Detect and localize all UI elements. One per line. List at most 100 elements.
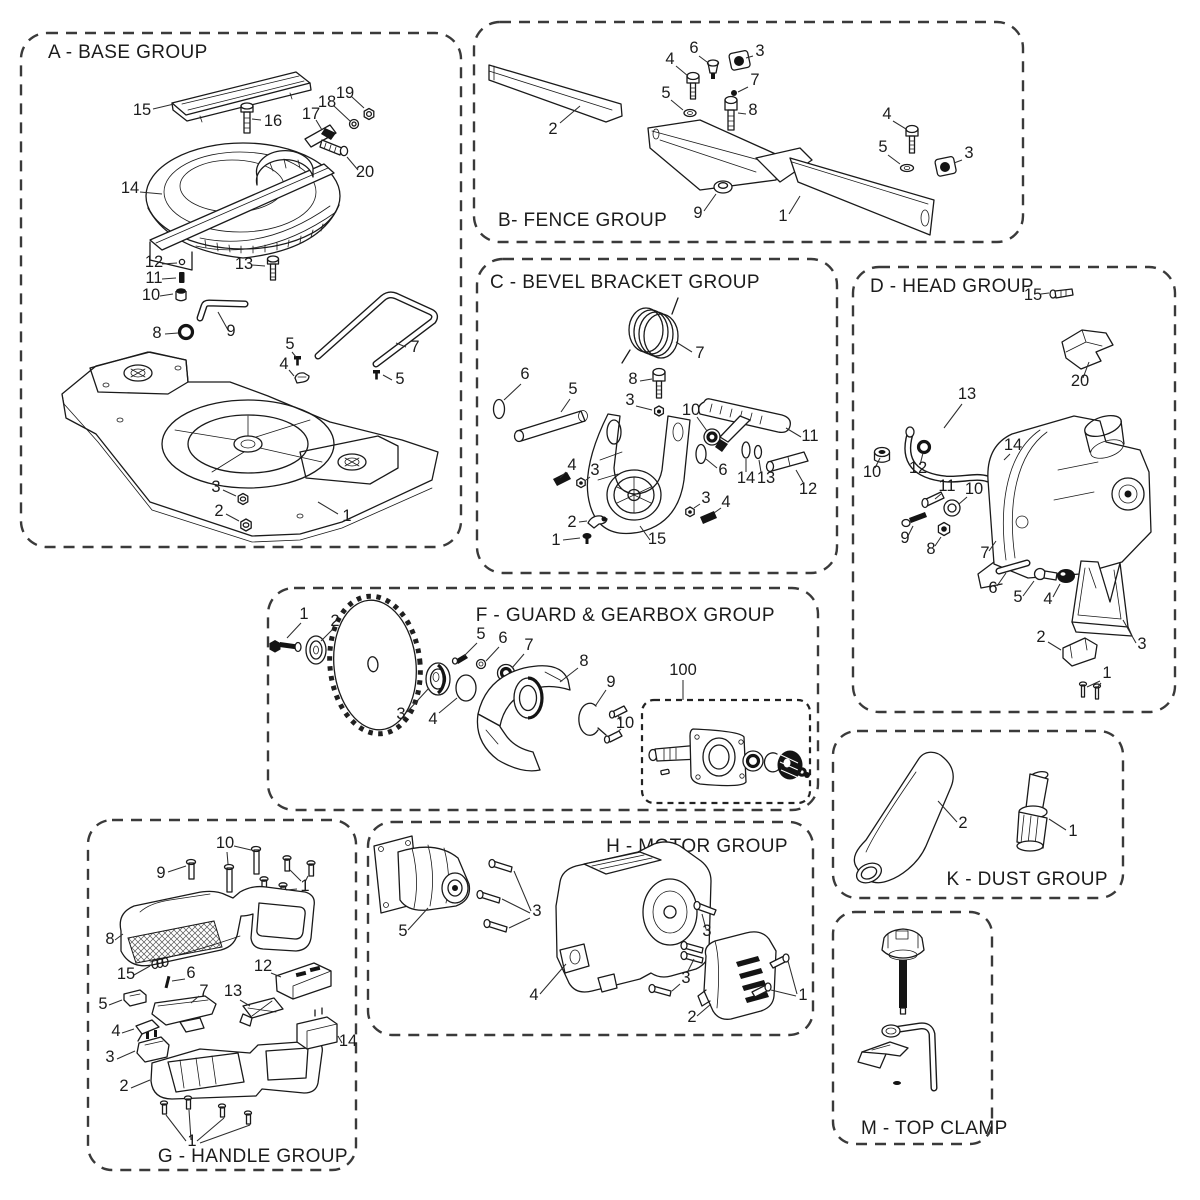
callout: 6 — [520, 365, 529, 383]
callout: 5 — [98, 995, 107, 1013]
callout: 3 — [590, 461, 599, 479]
callout: 5 — [285, 335, 294, 353]
part-end-cap-2 — [697, 931, 777, 1020]
callout: 11 — [145, 269, 162, 287]
part-washer-13 — [753, 444, 763, 460]
callout: 2 — [214, 502, 223, 520]
callout: 6 — [186, 964, 195, 982]
part-base-casting — [61, 351, 439, 543]
callout: 4 — [665, 50, 674, 68]
group-top-clamp-title: M - TOP CLAMP — [861, 1118, 1008, 1139]
callout: 14 — [1004, 436, 1022, 454]
part-screw-5 — [451, 654, 468, 665]
callout: 2 — [958, 814, 967, 832]
group-base-border — [19, 31, 463, 549]
group-top-clamp-border — [831, 910, 994, 1146]
part-square-nut-3-left — [728, 50, 751, 71]
callout: 9 — [156, 864, 165, 882]
callout: 8 — [926, 540, 935, 558]
part-washer-8 — [177, 323, 195, 341]
part-clip-2 — [587, 515, 608, 529]
part-module-14 — [296, 1007, 338, 1050]
callout: 1 — [299, 605, 308, 623]
part-nut-8 — [937, 521, 951, 537]
part-bolt-8 — [652, 367, 666, 399]
part-oring-6b — [695, 443, 707, 465]
group-handle-title: G - HANDLE GROUP — [158, 1146, 348, 1167]
leader-lines — [139, 96, 407, 522]
callout: 6 — [718, 461, 727, 479]
part-cap-10 — [175, 288, 187, 302]
part-carry-handle-7 — [314, 291, 439, 368]
part-pin-6 — [995, 559, 1031, 575]
callout: 1 — [551, 531, 560, 549]
part-circlip — [763, 752, 780, 773]
callout: 19 — [336, 84, 354, 102]
callout: 16 — [264, 112, 282, 130]
part-outer-flange-2 — [305, 635, 327, 665]
part-washer-6 — [475, 658, 487, 670]
group-base: A - BASE GROUP — [19, 31, 463, 549]
callout: 100 — [669, 661, 697, 679]
group-dust-title: K - DUST GROUP — [947, 869, 1109, 890]
callout: 5 — [395, 370, 404, 388]
callout: 1 — [1102, 664, 1111, 682]
part-screw-9 — [901, 512, 927, 528]
part-screws-1 — [1078, 681, 1102, 700]
part-bolt-4-left — [686, 71, 700, 100]
callout: 1 — [187, 1132, 196, 1150]
callout: 7 — [410, 338, 419, 356]
callout: 4 — [279, 355, 288, 373]
part-head-housing — [977, 414, 1152, 589]
part-washer-10 — [703, 428, 721, 446]
callout: 1 — [342, 507, 351, 525]
callout: 10 — [616, 714, 634, 732]
part-oring-12 — [178, 258, 186, 266]
part-pin-12 — [765, 451, 809, 473]
callout: 7 — [980, 544, 989, 562]
part-screw-9 — [185, 858, 197, 880]
part-screw-15 — [1049, 288, 1074, 299]
callout: 6 — [498, 629, 507, 647]
group-bevel-bracket-title: C - BEVEL BRACKET GROUP — [490, 272, 760, 293]
part-blade-guard-8 — [476, 665, 571, 772]
group-fence-title: B- FENCE GROUP — [498, 210, 667, 231]
leader-lines — [937, 800, 1067, 831]
callout: 13 — [757, 469, 775, 487]
part-screws-10 — [603, 705, 628, 744]
part-stand-3 — [1071, 560, 1133, 637]
part-bolt-4-right — [905, 124, 919, 154]
part-washer-5-left — [683, 108, 697, 118]
gearbox-inner-border — [640, 698, 812, 805]
callout: 2 — [687, 1008, 696, 1026]
part-clamp-knob-screw — [881, 928, 925, 1015]
callout: 12 — [799, 480, 817, 498]
part-clamp-rod — [881, 1022, 938, 1092]
callout: 5 — [1013, 588, 1022, 606]
part-washer-12 — [916, 439, 932, 455]
part-screw-3-upper-right — [693, 900, 717, 916]
part-screw-5-right — [372, 370, 380, 380]
callout: 2 — [548, 120, 557, 138]
callout: 5 — [476, 625, 485, 643]
callout: 12 — [254, 957, 272, 975]
callout: 14 — [737, 469, 755, 487]
part-clamp-bracket-2 — [1062, 637, 1098, 667]
callout: 11 — [938, 477, 955, 495]
callout: 10 — [863, 463, 881, 481]
part-bevel-bracket — [586, 413, 691, 535]
part-button-5 — [123, 989, 147, 1007]
callout: 20 — [356, 163, 374, 181]
group-head-border — [851, 265, 1177, 714]
part-square-nut-3-right — [934, 156, 957, 177]
group-bevel-bracket-border — [475, 257, 839, 575]
callout: 8 — [628, 370, 637, 388]
callout: 13 — [224, 982, 242, 1000]
callout: 4 — [529, 986, 538, 1004]
callout: 3 — [625, 391, 634, 409]
part-nut-19 — [363, 107, 375, 121]
callout: 11 — [801, 427, 818, 445]
part-motor-housing-4 — [555, 841, 712, 993]
callout: 3 — [702, 922, 711, 940]
part-gear — [777, 750, 803, 780]
